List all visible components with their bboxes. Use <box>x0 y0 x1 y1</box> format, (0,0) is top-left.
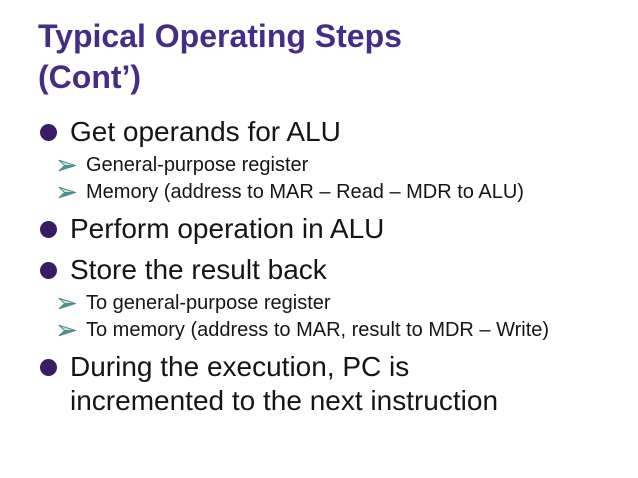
sub-bullet-item: General-purpose register <box>58 152 610 178</box>
slide-title-line-2: (Cont’) <box>38 59 142 95</box>
bullet-item-text: Perform operation in ALU <box>70 213 385 244</box>
arrow-bullet-icon <box>58 159 77 172</box>
sub-bullet-item-text: Memory (address to MAR – Read – MDR to A… <box>86 181 524 203</box>
slide-title-line-1: Typical Operating Steps <box>38 18 402 54</box>
sub-bullet-item: Memory (address to MAR – Read – MDR to A… <box>58 179 610 205</box>
sub-bullet-item: To memory (address to MAR, result to MDR… <box>58 317 610 343</box>
disc-bullet-icon <box>40 262 57 279</box>
bullet-item: Perform operation in ALU <box>40 212 610 246</box>
sub-bullet-item-text: To general-purpose register <box>86 292 331 314</box>
arrow-bullet-icon <box>58 324 77 337</box>
sub-bullet-item-text: To memory (address to MAR, result to MDR… <box>86 319 550 341</box>
bullet-item-text: During the execution, PC is incremented … <box>70 351 499 416</box>
sub-bullet-item-text: General-purpose register <box>86 154 309 176</box>
arrow-bullet-icon <box>58 297 77 310</box>
bullet-item-text: Store the result back <box>70 254 327 285</box>
disc-bullet-icon <box>40 221 57 238</box>
bullet-item: During the execution, PC is incremented … <box>40 350 610 418</box>
bullet-list: Get operands for ALU General-purpose reg… <box>40 108 610 421</box>
bullet-item: Store the result back <box>40 253 610 287</box>
bullet-item: Get operands for ALU <box>40 115 610 149</box>
arrow-bullet-icon <box>58 186 77 199</box>
slide-title: Typical Operating Steps (Cont’) <box>38 16 402 98</box>
disc-bullet-icon <box>40 124 57 141</box>
sub-bullet-item: To general-purpose register <box>58 290 610 316</box>
bullet-item-text: Get operands for ALU <box>70 116 341 147</box>
disc-bullet-icon <box>40 359 57 376</box>
